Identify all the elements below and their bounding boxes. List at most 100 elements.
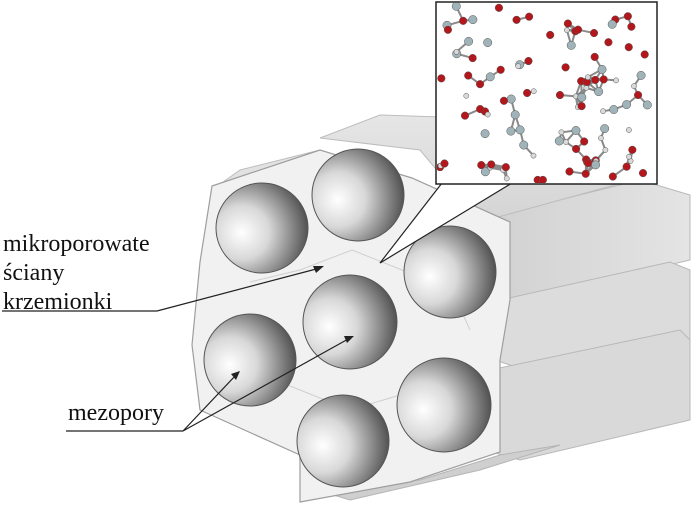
silicon-atom — [571, 126, 581, 135]
hydrogen-atom — [463, 92, 470, 99]
silicon-atom — [480, 167, 490, 177]
silicon-atom — [636, 70, 646, 80]
oxygen-atom — [591, 75, 600, 85]
silicon-atom — [597, 64, 607, 74]
oxygen-atom — [574, 25, 583, 34]
silicon-atom — [600, 124, 610, 134]
hydrogen-atom — [530, 88, 537, 95]
oxygen-atom — [555, 90, 565, 100]
silicon-atom — [485, 72, 495, 82]
hydrogen-atom — [503, 175, 510, 182]
hydrogen-atom — [563, 139, 569, 145]
hydrogen-atom — [484, 111, 491, 118]
oxygen-atom — [476, 80, 485, 89]
silicon-atom — [577, 92, 587, 102]
hydrogen-atom — [626, 127, 632, 133]
molecular-structure-inset — [435, 1, 658, 185]
oxygen-atom — [460, 111, 470, 120]
pore — [215, 182, 309, 274]
pointer-arrows — [2, 266, 354, 432]
oxygen-atom — [538, 175, 547, 183]
oxygen-atom — [622, 162, 631, 171]
silicon-atom — [451, 3, 461, 11]
walls-arrow — [156, 267, 321, 312]
silicon-atom — [642, 100, 652, 110]
oxygen-atom — [487, 160, 496, 169]
oxygen-atom — [580, 137, 589, 146]
silicon-atom — [591, 160, 601, 170]
oxygen-atom — [627, 22, 636, 31]
pores-arrowhead-2 — [344, 336, 354, 343]
oxygen-atom — [523, 88, 532, 98]
silicon-atom — [622, 100, 632, 110]
zoom-line-left — [379, 182, 443, 264]
silicon-atom — [480, 129, 490, 139]
hydrogen-atom — [584, 74, 591, 81]
oxygen-atom — [581, 169, 590, 178]
oxygen-atom — [624, 43, 633, 52]
oxygen-atom — [468, 54, 477, 63]
hydrogen-atom — [515, 63, 522, 70]
hydrogen-atom — [631, 83, 637, 89]
micropore-walls-label-line3: krzemionki — [3, 289, 113, 315]
silicon-atom — [609, 105, 619, 114]
oxygen-atom — [524, 56, 533, 66]
pore — [311, 148, 405, 242]
oxygen-atom — [501, 163, 510, 172]
silicon-atom — [506, 126, 516, 136]
oxygen-atom — [590, 52, 599, 61]
mesopores-label: mezopory — [68, 399, 164, 428]
inset-frame — [435, 1, 658, 185]
hydrogen-atom — [453, 48, 460, 55]
silicon-atom — [464, 36, 474, 46]
pores-arrow-1 — [182, 374, 237, 432]
silicon-atom — [510, 110, 520, 120]
silicon-atom — [506, 94, 516, 104]
oxygen-atom — [464, 71, 473, 80]
micropore-walls-label: mikroporowate ściany krzemionki — [3, 230, 150, 317]
pores-arrowhead-1 — [231, 371, 240, 380]
hydrogen-atom — [613, 77, 619, 84]
oxygen-atom — [494, 3, 503, 12]
oxygen-atom — [589, 29, 599, 38]
oxygen-atom — [599, 75, 608, 84]
silicon-atom — [515, 125, 525, 135]
zoom-line-right — [379, 182, 513, 264]
oxygen-atom — [459, 16, 468, 25]
oxygen-atom — [437, 74, 446, 83]
hydrogen-atom — [558, 129, 565, 136]
oxygen-atom — [476, 105, 485, 114]
hydrogen-atom — [583, 85, 590, 91]
oxygen-atom — [512, 15, 521, 24]
oxygen-atom — [634, 90, 643, 100]
oxygen-atom — [584, 159, 593, 168]
hydrogen-atom — [600, 108, 606, 115]
oxygen-atom — [496, 65, 505, 74]
walls-arrowhead — [313, 266, 324, 273]
silicon-atom — [566, 40, 576, 50]
oxygen-atom — [499, 96, 509, 105]
pore — [296, 394, 390, 488]
oxygen-atom — [608, 172, 617, 181]
pore — [396, 357, 492, 453]
oxygen-atom — [477, 161, 486, 170]
pore — [302, 274, 398, 370]
oxygen-atom — [546, 30, 555, 40]
hydrogen-atom — [564, 27, 570, 33]
mesopores-label-text: mezopory — [68, 400, 164, 426]
oxygen-atom — [604, 38, 613, 47]
silicon-atom — [468, 15, 478, 25]
oxygen-atom — [572, 144, 581, 153]
silicon-atom — [554, 136, 564, 146]
pores-arrow-2 — [182, 337, 351, 432]
pores — [203, 148, 497, 488]
oxygen-atom — [440, 159, 449, 168]
oxygen-atom — [638, 169, 648, 178]
oxygen-atom — [561, 63, 570, 72]
oxygen-atom — [563, 19, 572, 28]
oxygen-atom — [640, 50, 649, 59]
silicon-atom — [607, 19, 617, 29]
silicon-atom — [519, 140, 529, 150]
hydrogen-atom — [598, 135, 604, 141]
